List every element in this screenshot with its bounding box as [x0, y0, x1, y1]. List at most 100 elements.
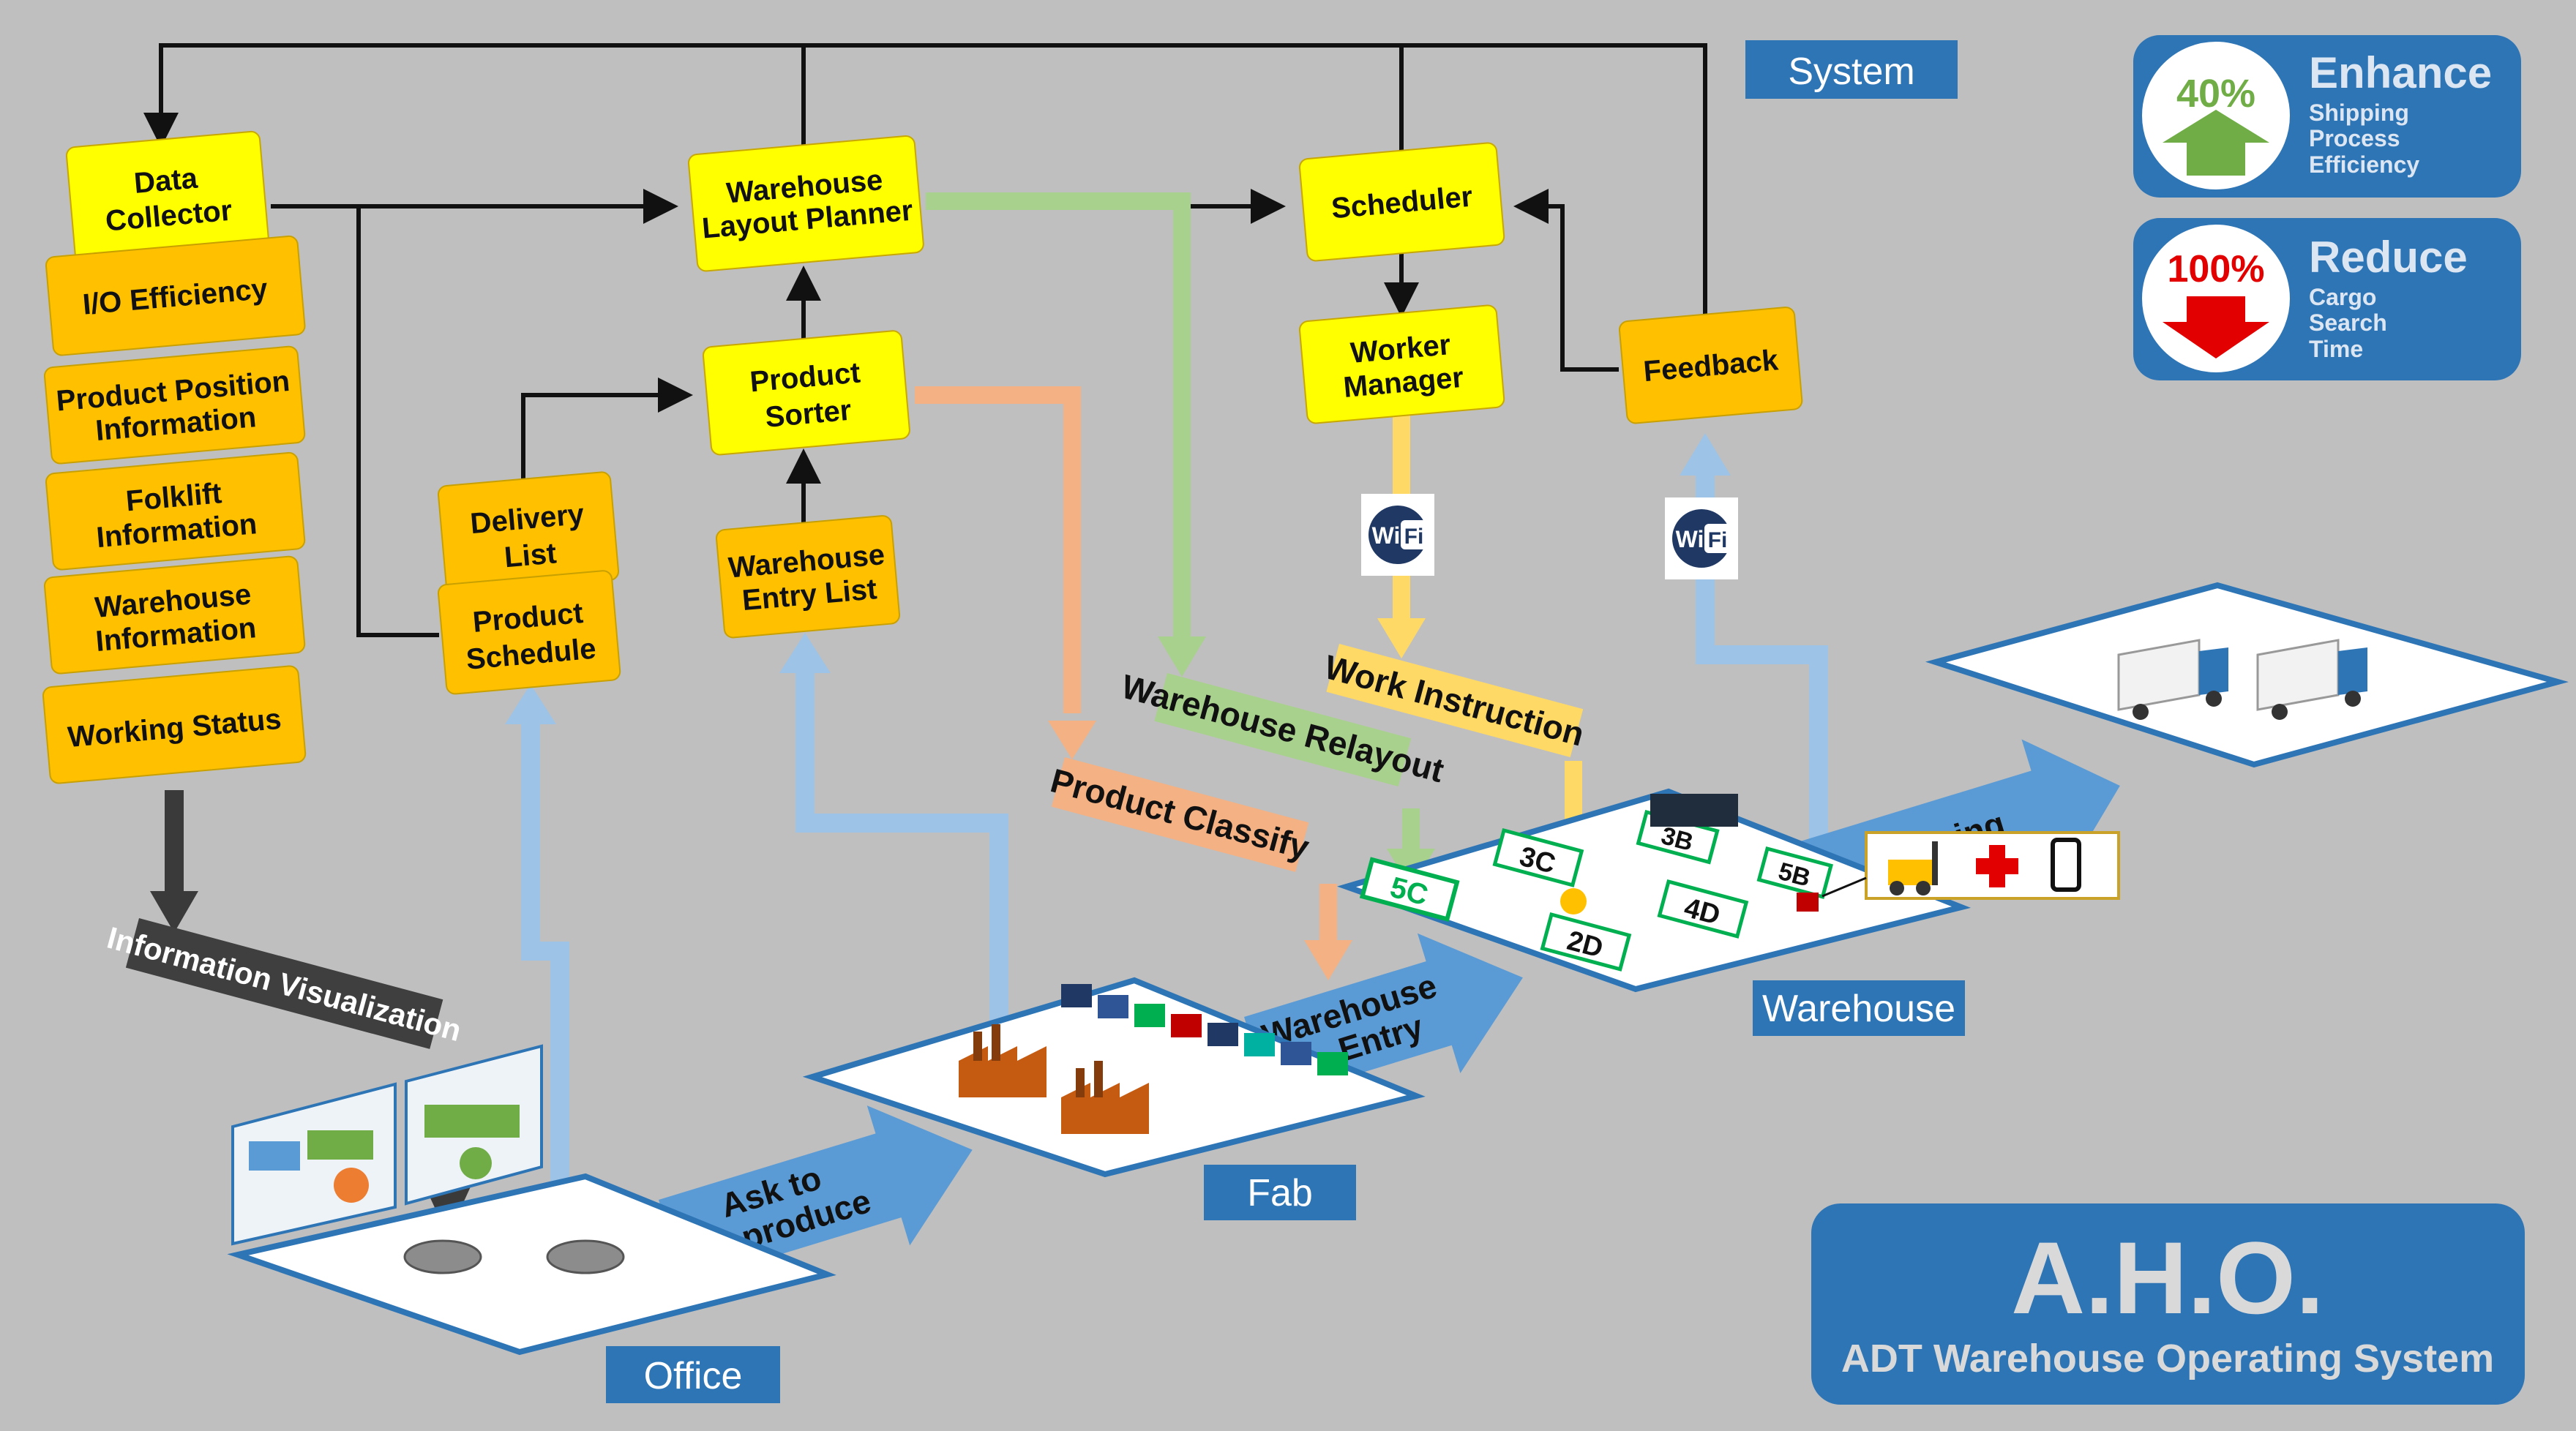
factory-icon: [959, 1024, 1046, 1097]
product-sorter-node[interactable]: [703, 330, 910, 456]
wifi-icon-fi: Fi: [1708, 528, 1728, 552]
dashboard-widget: [424, 1105, 520, 1138]
relayout-banner: [1154, 673, 1412, 786]
kpi-reduce-card: 100% Reduce Cargo Search Time: [2133, 218, 2521, 380]
office-platform: [227, 1173, 836, 1356]
zone-tile: [1756, 846, 1833, 899]
section-labels: System Office Fab Warehouse: [606, 40, 1965, 1403]
product-cube: [1061, 984, 1092, 1007]
scheduler-node[interactable]: [1299, 142, 1505, 262]
down-arrow-icon: [2163, 296, 2269, 358]
brand-bg: [1811, 1203, 2525, 1405]
warehouse-platform: [1337, 788, 1972, 993]
product-cube: [1208, 1023, 1238, 1046]
flow-sorter-to-classify: [915, 386, 1081, 713]
collector-item-product-position[interactable]: [44, 345, 306, 465]
mobile-phone-icon: [2051, 838, 2081, 892]
kpi-percent: 40%: [2176, 72, 2255, 116]
fab-label-bg: [1204, 1165, 1356, 1220]
product-schedule-node[interactable]: [438, 570, 621, 695]
first-aid-cross-icon: [1976, 845, 2018, 887]
wifi-icon: Wi Fi: [1665, 497, 1738, 579]
wifi-icon-wi: Wi: [1372, 522, 1401, 549]
zone-tile: [1492, 827, 1584, 887]
zone-tile: [1540, 912, 1632, 972]
info-viz-banner: [125, 918, 443, 1049]
feedback-node[interactable]: [1619, 307, 1803, 424]
entry-list-node[interactable]: [716, 515, 900, 639]
truck-icon: [2117, 639, 2228, 720]
dashboard-screen-left: [231, 1082, 397, 1246]
dashboard-widget: [249, 1141, 300, 1171]
office-label: Office: [644, 1355, 743, 1397]
wifi-badges: Wi Fi Wi Fi: [1361, 494, 1738, 579]
product-cube: [1244, 1033, 1275, 1056]
dashboard-screens: [231, 1044, 543, 1246]
system-nodes: Data Collector I/O Efficiency Product Po…: [42, 130, 1803, 784]
flow-head: [1304, 940, 1352, 980]
collector-item-working-status[interactable]: [42, 665, 307, 784]
kpi-desc-2: Search: [2309, 309, 2387, 336]
wifi-icon-wi: Wi: [1676, 526, 1704, 552]
office-label-bg: [606, 1346, 780, 1403]
flow-head: [779, 633, 831, 673]
meeting-table-icon: [546, 1239, 625, 1274]
flow-head: [1680, 433, 1731, 476]
flow-head: [1048, 721, 1096, 759]
trucks: [2117, 639, 2367, 720]
kpi-desc-2: Process: [2309, 125, 2400, 151]
system-label: System: [1788, 50, 1914, 93]
collector-item-warehouse[interactable]: [44, 555, 306, 675]
dashboard-widget: [460, 1147, 492, 1179]
kpi-desc-1: Shipping: [2309, 99, 2409, 126]
data-collector-line1: Data: [132, 162, 199, 200]
kpi-title: Reduce: [2309, 233, 2468, 282]
fab-label: Fab: [1247, 1172, 1313, 1214]
flow-head: [1377, 618, 1426, 658]
warehouse-stack: [1650, 794, 1738, 827]
kpi-enhance-card: 40% Enhance Shipping Process Efficiency: [2133, 35, 2521, 198]
flow-head: [150, 891, 198, 933]
flow-head: [505, 684, 556, 724]
system-label-bg: [1745, 40, 1958, 99]
truck-icon: [2256, 639, 2367, 720]
warehouse-tools: [1821, 831, 2120, 900]
flow-arrows: [150, 192, 1828, 1236]
zone-tile: [1657, 879, 1749, 939]
layout-planner-node[interactable]: [688, 135, 924, 272]
collector-item-forklift[interactable]: [45, 451, 306, 571]
flow-fab-to-entry: [795, 662, 1008, 1028]
forklift-marker: [1797, 893, 1819, 912]
flow-planner-to-relayout: [926, 192, 1191, 636]
work-instruction-banner: [1326, 644, 1584, 757]
product-sorter-line2: Sorter: [764, 394, 853, 434]
product-cube: [1281, 1042, 1311, 1065]
kpi-percent: 100%: [2168, 248, 2265, 290]
delivery-list-line2: List: [503, 537, 558, 574]
kpi-desc-3: Efficiency: [2309, 151, 2419, 178]
meeting-table-icon: [403, 1239, 482, 1274]
product-cubes: [1061, 984, 1348, 1075]
platforms: [227, 582, 2569, 1356]
flow-office-to-schedule: [521, 713, 569, 1236]
product-cube: [1098, 995, 1128, 1018]
kpi-title: Enhance: [2309, 48, 2492, 97]
flow-head: [1158, 636, 1206, 677]
tools-pointer: [1821, 876, 1867, 898]
worker-marker: [1560, 888, 1587, 914]
warehouse-zones: 5C 3C 4D 3B 5B 2D: [1359, 794, 1833, 972]
up-arrow-icon: [2163, 110, 2269, 176]
worker-manager-node[interactable]: [1299, 304, 1505, 424]
brand-subtitle: ADT Warehouse Operating System: [1841, 1337, 2494, 1381]
product-cube: [1317, 1052, 1348, 1075]
product-cube: [1134, 1004, 1165, 1027]
kpi-desc-3: Time: [2309, 336, 2363, 362]
factories: [959, 1024, 1149, 1134]
meeting-tables: [403, 1239, 625, 1274]
kpi-desc-1: Cargo: [2309, 284, 2376, 310]
shipping-platform: [1925, 582, 2569, 768]
collector-item-io-efficiency[interactable]: [45, 235, 306, 356]
warehouse-label-bg: [1753, 980, 1965, 1036]
forklift-icon: [1888, 841, 1938, 895]
